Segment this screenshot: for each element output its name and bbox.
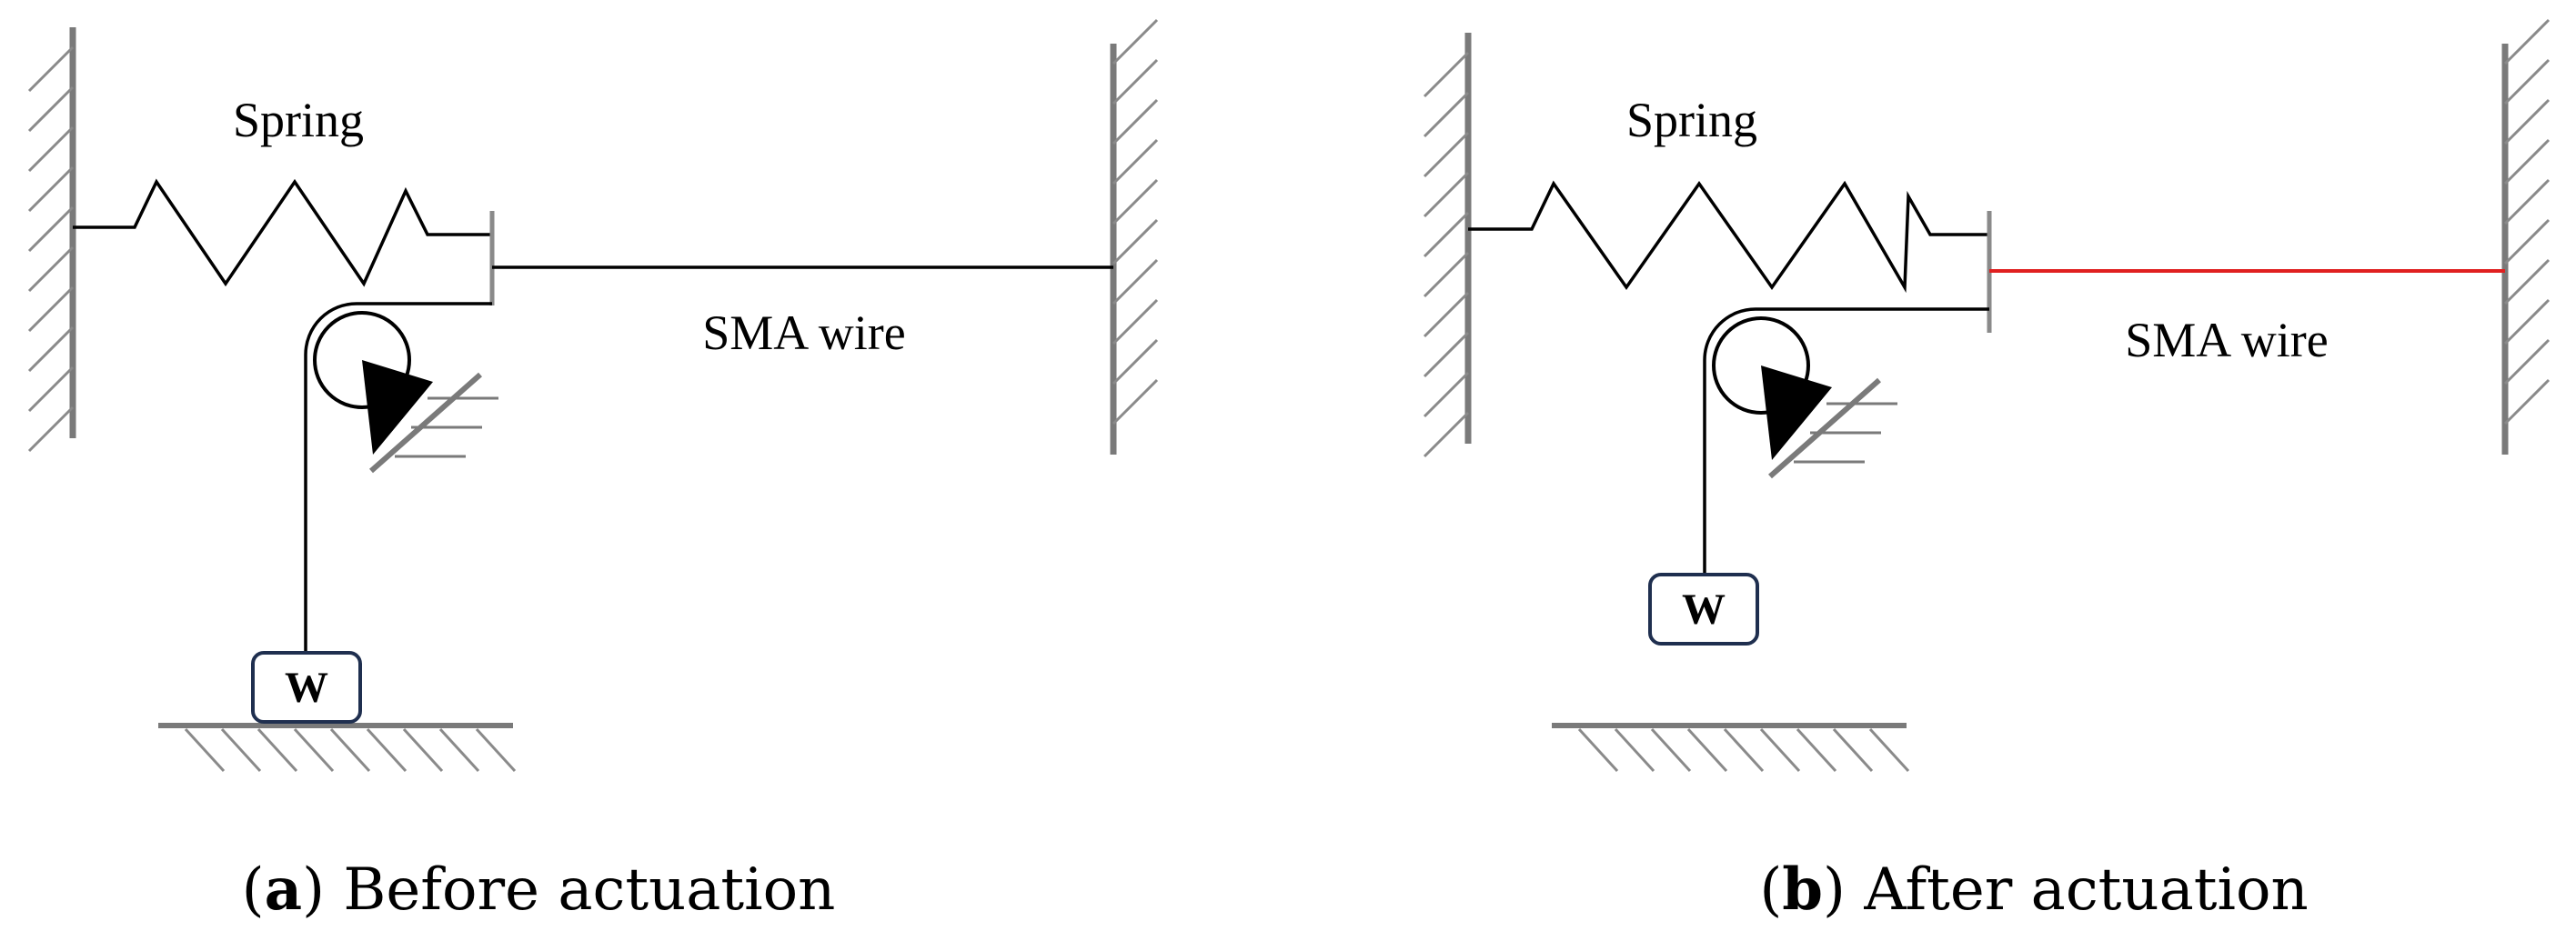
- caption-text: Before actuation: [325, 856, 835, 924]
- caption-b: (b) After actuation: [1759, 856, 2308, 924]
- ground: [158, 723, 517, 773]
- sma-wire-label: SMA wire: [2125, 313, 2329, 367]
- spring-label: Spring: [233, 93, 364, 147]
- weight-label: W: [1682, 586, 1726, 634]
- right-wall: [2501, 18, 2551, 455]
- cable: [304, 302, 492, 656]
- panel-after: W Spring SMA wire (b) After actuation: [1423, 18, 2551, 924]
- left-wall: [1423, 33, 1472, 458]
- pulley-support: [1761, 365, 1897, 479]
- caption-a: (a) Before actuation: [242, 856, 836, 924]
- pulley-support: [362, 360, 498, 474]
- caption-letter: b: [1782, 856, 1823, 924]
- caption-letter: a: [265, 856, 302, 924]
- weight-block: W: [251, 651, 362, 724]
- spring: [73, 178, 491, 287]
- spring-label: Spring: [1626, 93, 1757, 147]
- right-wall: [1110, 18, 1159, 455]
- panel-before: W Spring SMA wire (a) Before actuation: [27, 18, 1159, 924]
- spring: [1468, 180, 1988, 294]
- caption-text: After actuation: [1846, 856, 2309, 924]
- weight-label: W: [285, 664, 328, 712]
- sma-wire-label: SMA wire: [702, 305, 906, 360]
- weight-block: W: [1648, 573, 1759, 646]
- left-wall: [27, 27, 76, 453]
- ground: [1552, 723, 1910, 773]
- cable: [1703, 307, 1989, 573]
